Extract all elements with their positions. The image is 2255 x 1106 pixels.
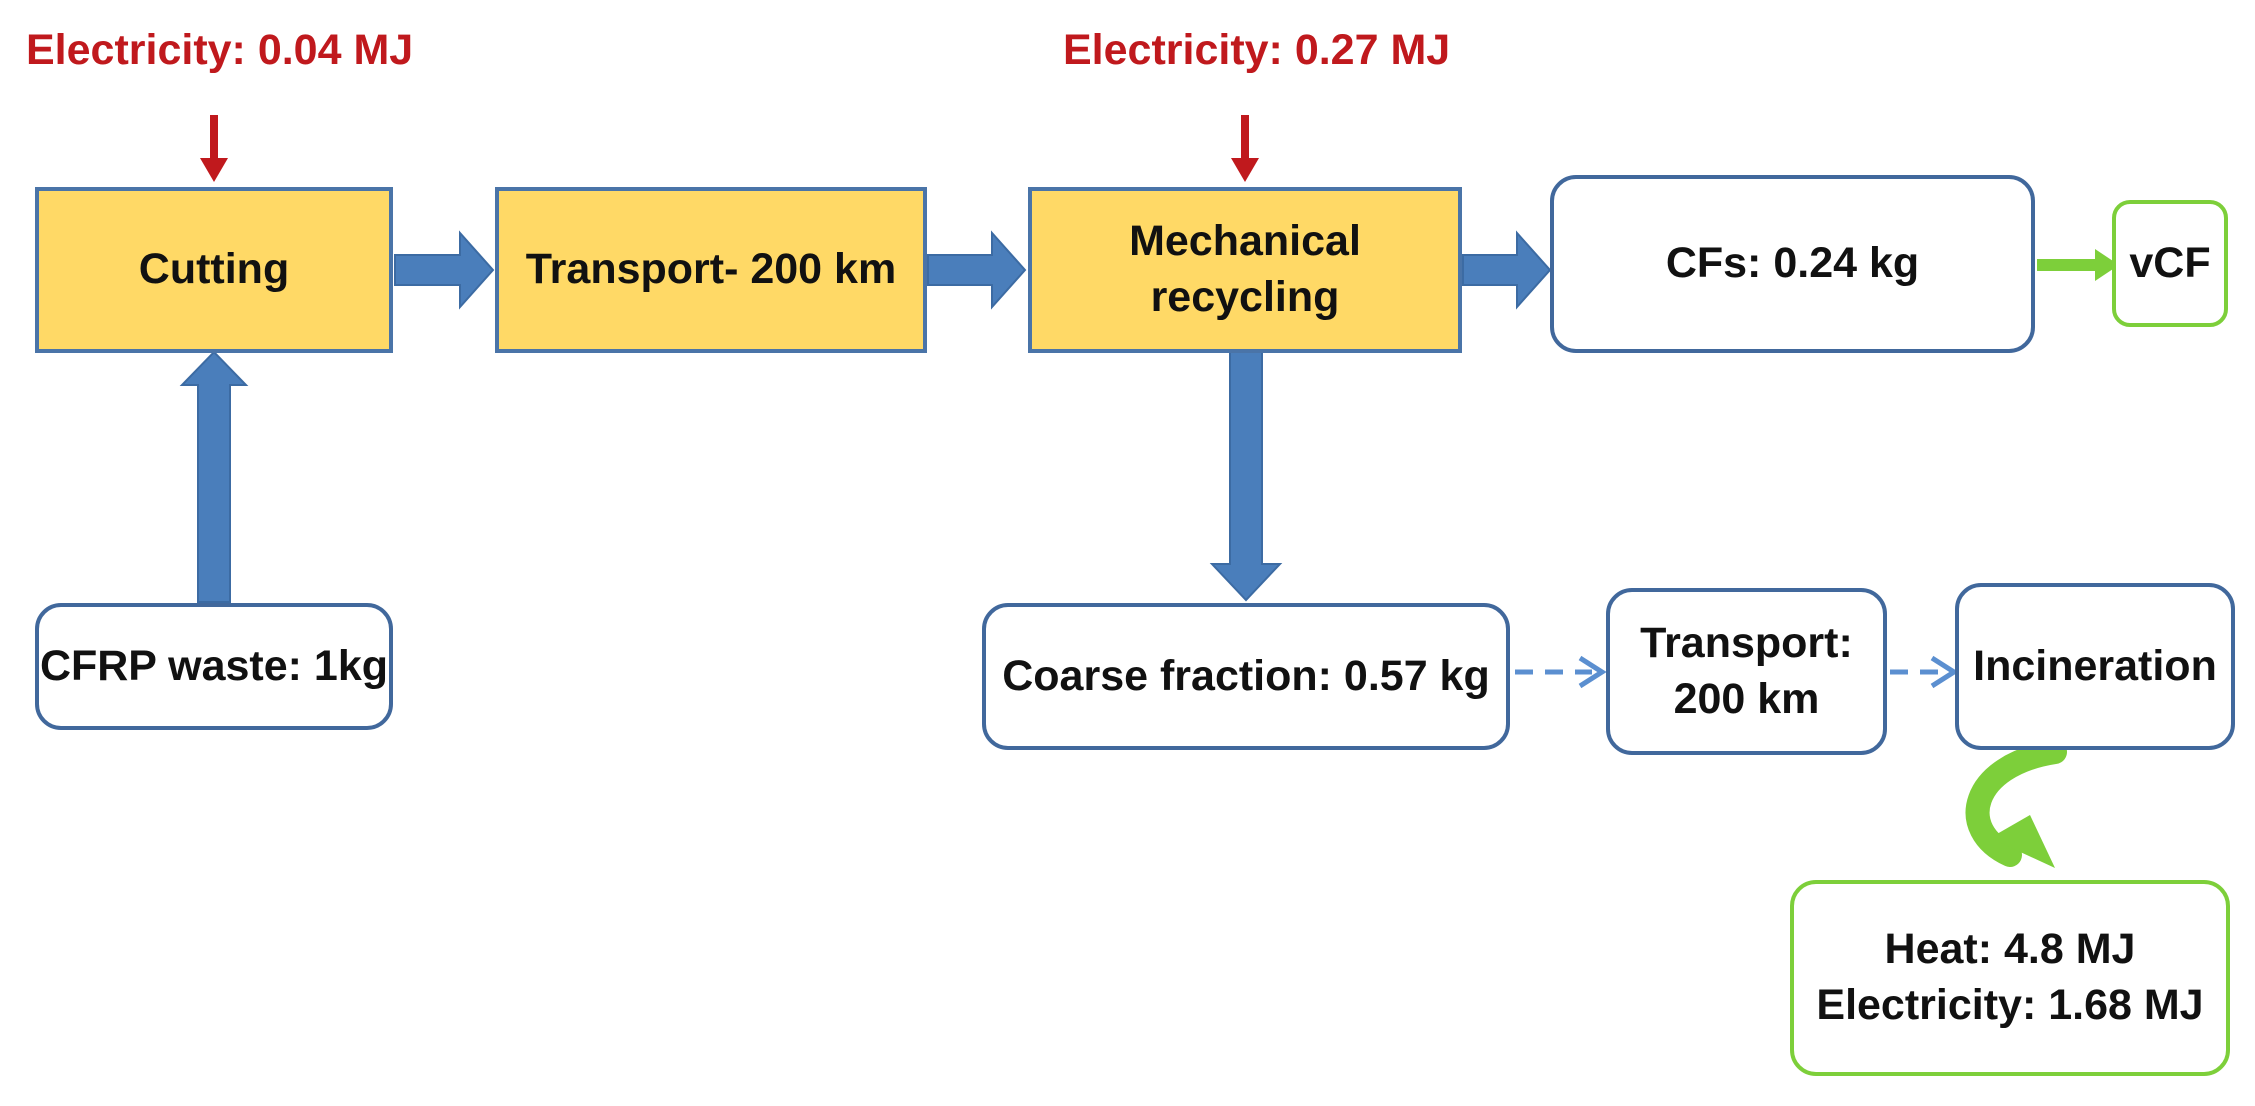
arrow-transport-to-recycling	[927, 230, 1027, 310]
curved-arrow-incineration-to-energy	[1965, 740, 2067, 868]
arrow-cfrp-waste-to-cutting	[179, 350, 249, 603]
dashed-arrow-coarse-to-transport	[1515, 655, 1607, 689]
vcf-label: vCF	[2129, 238, 2211, 287]
cutting-label: Cutting	[138, 245, 290, 294]
energy-recovery-output-box: Heat: 4.8 MJ Electricity: 1.68 MJ	[1790, 880, 2230, 1076]
cfs-flow-box: CFs: 0.24 kg	[1550, 175, 2035, 353]
arrow-recycling-to-cfs	[1462, 230, 1552, 310]
electricity-input-arrow-cutting	[200, 115, 228, 182]
heat-label: Heat: 4.8 MJ	[1884, 925, 2136, 974]
cfs-label: CFs: 0.24 kg	[1665, 239, 1920, 288]
coarse-fraction-label: Coarse fraction: 0.57 kg	[1002, 651, 1490, 700]
arrow-cutting-to-transport	[394, 230, 495, 310]
mechanical-recycling-process-box: Mechanical recycling	[1028, 187, 1462, 353]
recycling-electricity-label: Electricity: 0.27 MJ	[1063, 26, 1451, 74]
arrow-cfs-to-vcf	[2037, 249, 2119, 281]
incineration-flow-box: Incineration	[1955, 583, 2235, 750]
cfrp-waste-label: CFRP waste: 1kg	[39, 641, 389, 690]
dashed-arrow-transport-to-incineration	[1890, 655, 1959, 689]
cfrp-waste-flow-box: CFRP waste: 1kg	[35, 603, 393, 730]
arrow-recycling-to-coarse-fraction	[1209, 351, 1283, 602]
coarse-fraction-flow-box: Coarse fraction: 0.57 kg	[982, 603, 1510, 750]
electricity-input-arrow-recycling	[1231, 115, 1259, 182]
transport-200km-flow-box: Transport: 200 km	[1606, 588, 1887, 755]
transport-200km-label-line-2: 200 km	[1673, 674, 1820, 723]
mechanical-recycling-label-line-1: Mechanical	[1129, 217, 1361, 266]
transport-label: Transport- 200 km	[525, 245, 897, 294]
transport-200km-label-line-1: Transport:	[1640, 618, 1853, 667]
transport-process-box: Transport- 200 km	[495, 187, 927, 353]
incineration-label: Incineration	[1973, 641, 2217, 690]
cutting-electricity-label: Electricity: 0.04 MJ	[26, 26, 414, 74]
recovered-electricity-label: Electricity: 1.68 MJ	[1816, 981, 2204, 1029]
mechanical-recycling-label-line-2: recycling	[1150, 273, 1340, 321]
vcf-output-box: vCF	[2112, 200, 2228, 327]
cutting-process-box: Cutting	[35, 187, 393, 353]
